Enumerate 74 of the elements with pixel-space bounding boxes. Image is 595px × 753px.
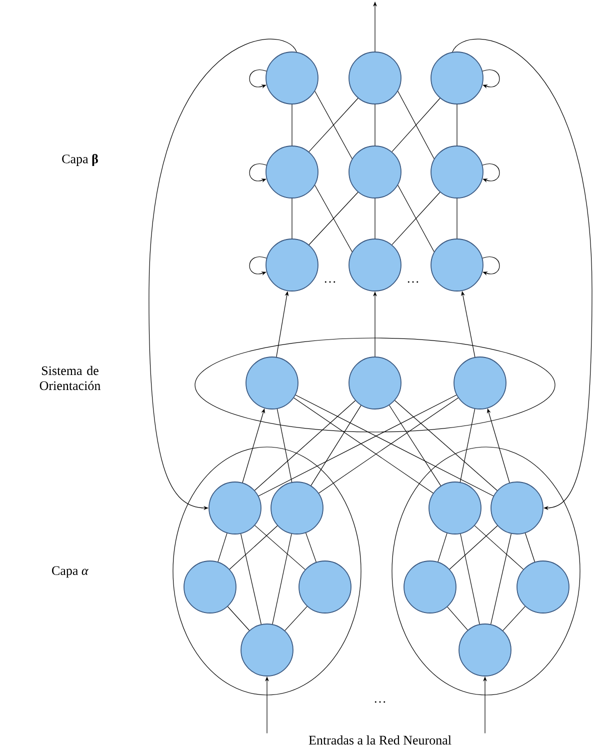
connection-line xyxy=(314,184,352,252)
connection-line xyxy=(398,184,434,252)
layer-label: Capa β xyxy=(62,154,98,166)
connection-line xyxy=(394,400,498,491)
neuron-circle xyxy=(458,624,512,676)
connection-line xyxy=(276,408,292,482)
neuron-circle xyxy=(516,560,570,614)
ellipsis: … xyxy=(408,281,418,283)
neuron-circle xyxy=(208,482,262,534)
neuron-circle xyxy=(184,560,236,614)
self-loop-arrow xyxy=(482,256,500,276)
connection-line xyxy=(240,534,262,624)
connection-line xyxy=(374,104,376,146)
feedback-arrow xyxy=(452,38,592,510)
neuron-circle xyxy=(348,146,402,198)
connection-line xyxy=(306,532,316,562)
neuron-circle xyxy=(270,482,324,534)
neuron-circle xyxy=(266,146,318,198)
connection-line xyxy=(490,534,512,624)
neuron-circle xyxy=(490,482,544,534)
connection-line xyxy=(438,532,448,562)
connection-line xyxy=(524,532,536,562)
neuron-circle xyxy=(246,356,298,410)
connection-line xyxy=(388,404,442,486)
neuron-circle xyxy=(348,52,402,104)
connection-line xyxy=(254,525,306,570)
connection-line xyxy=(318,398,458,494)
connection-line xyxy=(258,394,457,496)
layer-ellipse xyxy=(392,446,580,696)
connection-line xyxy=(502,606,526,631)
connection-line xyxy=(308,192,358,246)
neuron-circle xyxy=(454,356,506,410)
layer-label: Capa α xyxy=(52,566,88,578)
connection-line xyxy=(308,98,358,152)
connection-line xyxy=(227,606,250,631)
neuron-circle xyxy=(240,624,294,676)
connection-line xyxy=(460,408,476,482)
connection-line xyxy=(272,534,292,624)
connection-line xyxy=(310,405,362,486)
ellipsis: … xyxy=(374,701,386,703)
connection-line xyxy=(449,525,498,570)
connection-line xyxy=(254,400,356,491)
connection-line xyxy=(398,90,434,160)
neuron-circle xyxy=(348,356,402,410)
layer-label: Sistema de Orientación xyxy=(40,366,100,390)
connection-line xyxy=(474,525,524,570)
connection-line xyxy=(392,98,440,152)
neuron-circle xyxy=(430,238,484,292)
layer-ellipse xyxy=(194,338,556,432)
connection-line xyxy=(456,104,458,146)
connection-line xyxy=(218,532,228,562)
neuron-circle xyxy=(298,560,352,614)
self-loop-arrow xyxy=(482,70,500,88)
input-label: Entradas a la Red Neuronal xyxy=(308,735,452,745)
connection-line xyxy=(294,398,434,494)
self-loop-arrow xyxy=(482,164,500,182)
connection-line xyxy=(392,192,440,246)
connection-line xyxy=(284,606,308,631)
connection-line xyxy=(456,198,458,239)
neuron-circle xyxy=(430,52,484,104)
ellipsis: … xyxy=(324,281,336,283)
neuron-circle xyxy=(266,52,318,104)
neuron-circle xyxy=(428,482,482,534)
connection-line xyxy=(460,534,480,624)
connection-line xyxy=(229,525,278,570)
layer-ellipse xyxy=(172,446,362,696)
neuron-circle xyxy=(430,146,484,198)
connection-line xyxy=(314,90,352,160)
neuron-circle xyxy=(348,238,402,292)
neuron-circle xyxy=(266,238,318,292)
connection-line xyxy=(447,606,468,630)
neuron-circle xyxy=(404,560,456,614)
connection-line xyxy=(295,394,494,496)
connection-line xyxy=(374,198,376,239)
